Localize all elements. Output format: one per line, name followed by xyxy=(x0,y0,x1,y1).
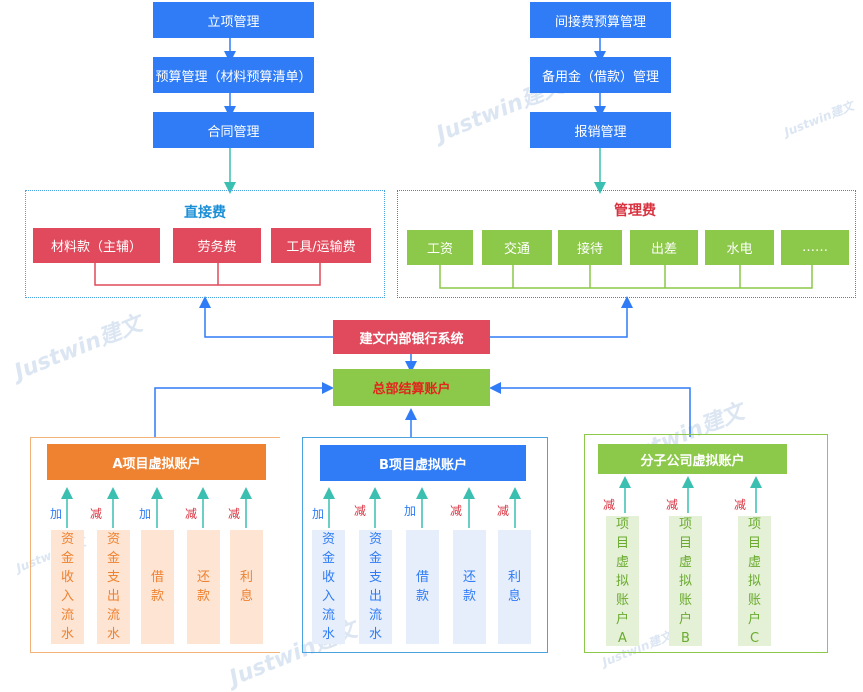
account-b-column: 资金收入流水 xyxy=(312,530,345,644)
sub-company-sign: 减 xyxy=(666,498,679,512)
reimbursement-box: 报销管理 xyxy=(530,112,671,148)
account-b-column: 借款 xyxy=(406,530,439,644)
account-a-column: 还款 xyxy=(187,530,220,644)
salary-box: 工资 xyxy=(407,230,473,265)
account-a-column: 资金支出流水 xyxy=(97,530,130,644)
account-a-panel xyxy=(30,437,280,653)
account-b-sign: 减 xyxy=(497,504,510,518)
sub-company-sign: 减 xyxy=(734,498,747,512)
account-a-title: A项目虚拟账户 xyxy=(47,444,266,480)
utilities-box: 水电 xyxy=(705,230,774,265)
business-trip-box: 出差 xyxy=(630,230,698,265)
account-b-column: 资金支出流水 xyxy=(359,530,392,644)
hq-settlement-account-box: 总部结算账户 xyxy=(333,369,490,406)
account-b-column: 利息 xyxy=(498,530,531,644)
labor-cost-box: 劳务费 xyxy=(173,228,261,263)
account-a-sign: 减 xyxy=(90,507,103,521)
sub-company-account-title: 分子公司虚拟账户 xyxy=(598,444,787,474)
account-b-sign: 减 xyxy=(450,504,463,518)
transport-box: 交通 xyxy=(482,230,552,265)
material-cost-box: 材料款（主辅） xyxy=(33,228,160,263)
management-cost-panel xyxy=(397,190,856,298)
direct-cost-panel xyxy=(25,190,385,298)
flow-diagram: Justwin建文 Justwin建文 Justwin建文 Justwin建文 … xyxy=(11,2,856,691)
account-a-column: 利息 xyxy=(230,530,263,644)
internal-bank-system-box: 建文内部银行系统 xyxy=(333,320,490,354)
project-setup-box: 立项管理 xyxy=(153,2,314,38)
account-a-sign: 加 xyxy=(50,507,63,521)
account-b-sign: 减 xyxy=(354,504,367,518)
direct-cost-title: 直接费 xyxy=(184,205,226,221)
contract-management-box: 合同管理 xyxy=(153,112,314,148)
management-cost-title: 管理费 xyxy=(614,203,656,219)
account-a-sign: 减 xyxy=(228,507,241,521)
account-b-sign: 加 xyxy=(404,504,417,518)
account-a-column: 借款 xyxy=(141,530,174,644)
sub-company-sign: 减 xyxy=(603,498,616,512)
account-a-column: 资金收入流水 xyxy=(51,530,84,644)
account-a-sign: 加 xyxy=(139,507,152,521)
account-b-panel xyxy=(302,437,548,653)
indirect-budget-box: 间接费预算管理 xyxy=(530,2,671,38)
account-b-sign: 加 xyxy=(312,507,325,521)
sub-company-account-panel xyxy=(584,434,828,653)
more-items-box: …… xyxy=(781,230,849,265)
account-b-title: B项目虚拟账户 xyxy=(320,445,526,481)
connectors xyxy=(61,38,813,528)
petty-cash-box: 备用金（借款）管理 xyxy=(530,57,671,93)
tool-transport-cost-box: 工具/运输费 xyxy=(271,228,371,263)
budget-management-box: 预算管理（材料预算清单） xyxy=(153,57,314,93)
account-b-column: 还款 xyxy=(453,530,486,644)
reception-box: 接待 xyxy=(558,230,622,265)
account-a-sign: 减 xyxy=(185,507,198,521)
